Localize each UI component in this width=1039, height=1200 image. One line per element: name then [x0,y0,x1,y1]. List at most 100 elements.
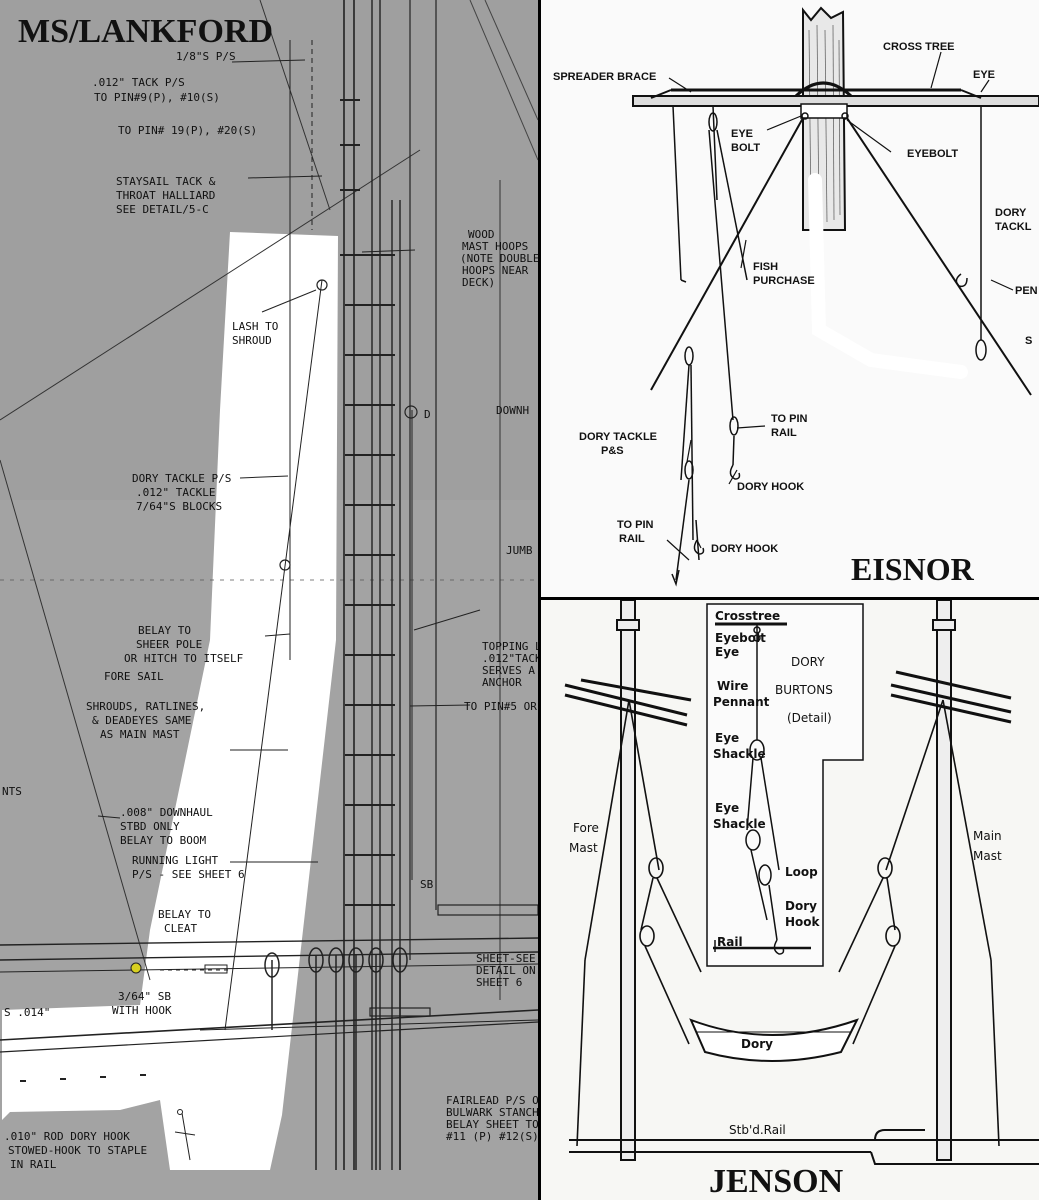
jenson-labels: Crosstree Eyebolt Eye Wire Pennant Eye S… [569,609,1002,1137]
label: 3/64" SB [118,990,171,1003]
white-mask [2,232,338,1170]
label: EYE [731,128,753,140]
label: TO PIN [617,519,654,531]
label: STOWED-HOOK TO STAPLE [8,1144,147,1157]
label: Shackle [713,817,766,831]
label: BELAY TO [158,908,211,921]
label: Dory [741,1037,773,1051]
eisnor-panel: CROSS TREE SPREADER BRACE EYE EYE BOLT E… [541,0,1039,597]
chainplates [264,947,408,1170]
label: BELAY TO [138,624,191,637]
label: BULWARK STANCH [446,1106,538,1119]
label: SERVES A [482,664,535,677]
jenson-masts [616,600,956,1161]
label: THROAT HALLIARD [116,189,215,202]
leech-line [0,459,151,981]
label: 1/8"S P/S [176,50,236,63]
label: Rail [717,935,743,949]
label: DOWNH [496,404,529,417]
label: .012" TACK P/S [92,76,185,89]
label: BURTONS [775,683,833,697]
label: (Detail) [787,711,832,725]
label: & DEADEYES SAME [92,714,191,727]
label: Eye [715,645,739,659]
label: SHEET-SEE [476,952,536,965]
label: Pennant [713,695,770,709]
label: 7/64"S BLOCKS [136,500,222,513]
ratlines [340,99,395,906]
eisnor-labels: CROSS TREE SPREADER BRACE EYE EYE BOLT E… [553,41,1038,555]
label: PEN [1015,285,1038,297]
label: STAYSAIL TACK & [116,175,216,188]
lankford-drawing: MS/LANKFORD 1/8"S P/S .012" TACK P/S TO … [0,0,538,1171]
eisnor-title: EISNOR [851,551,975,587]
label: NTS [2,785,22,798]
label: PURCHASE [753,275,815,287]
belay-cleat-marker [130,962,142,974]
label: .012"TACKL [482,652,538,665]
label: LASH TO [232,320,278,333]
label: DORY [995,207,1027,219]
label: CLEAT [164,922,197,935]
label: SHEET 6 [476,976,522,989]
label: .010" ROD DORY HOOK [4,1130,130,1143]
label: SPREADER BRACE [553,71,656,83]
label: DORY TACKLE [579,431,657,443]
label: BELAY SHEET TO P [446,1118,538,1131]
label: .008" DOWNHAUL [120,806,213,819]
label: Shackle [713,747,766,761]
label: DORY TACKLE P/S [132,472,231,485]
label: TO PIN#5 OR [464,700,537,713]
label: ANCHOR [482,676,522,689]
label: IN RAIL [10,1158,57,1171]
label: Loop [785,865,818,879]
label: DORY [791,655,825,669]
label: SHROUD [232,334,272,347]
lankford-panel: MS/LANKFORD 1/8"S P/S .012" TACK P/S TO … [0,0,538,1200]
label: OR HITCH TO ITSELF [124,652,243,665]
label: FAIRLEAD P/S ON [446,1094,538,1107]
eisnor-dory-tackle [671,105,748,587]
label: CROSS TREE [883,41,955,53]
label: S [1025,335,1032,347]
lankford-annotations: 1/8"S P/S .012" TACK P/S TO PIN#9(P), #1… [2,50,538,1171]
label: BELAY TO BOOM [120,834,206,847]
label: JUMB [506,544,533,557]
stay-line [0,149,421,421]
burtons-detail-box [706,603,864,967]
label: (NOTE DOUBLE [460,252,538,265]
label: Main [973,829,1002,843]
label: RUNNING LIGHT [132,854,218,867]
label: SB [420,878,434,891]
label: EYEBOLT [907,148,958,160]
label: #11 (P) #12(S) [446,1130,538,1143]
label: Wire [717,679,748,693]
jenson-panel: Crosstree Eyebolt Eye Wire Pennant Eye S… [541,600,1039,1200]
label: SHEER POLE [136,638,202,651]
label: DORY HOOK [737,481,804,493]
deck [0,937,538,1053]
label: Mast [569,841,598,855]
label: Eye [715,731,739,745]
label: FISH [753,261,778,273]
label: TO PIN#9(P), #10(S) [94,91,220,104]
stbd-rail [569,1129,1039,1165]
label: BOLT [731,142,760,154]
label: Stb'd.Rail [729,1123,786,1137]
eisnor-crosstree [632,81,1039,119]
label: DORY HOOK [711,543,778,555]
label: Eyebolt [715,631,766,645]
label: WOOD [468,228,495,241]
label: Hook [785,915,821,929]
label: P&S [601,445,624,457]
label: EYE [973,69,995,81]
label: SHROUDS, RATLINES, [86,700,205,713]
label: HOOPS NEAR [462,264,529,277]
label: SEE DETAIL/5-C [116,203,209,216]
label: MAST HOOPS [462,240,528,253]
label: TOPPING L [482,640,538,653]
label: WITH HOOK [112,1004,172,1017]
label: P/S - SEE SHEET 6 [132,868,245,881]
label: TO PIN# 19(P), #20(S) [118,124,257,137]
label: TACKL [995,221,1032,233]
